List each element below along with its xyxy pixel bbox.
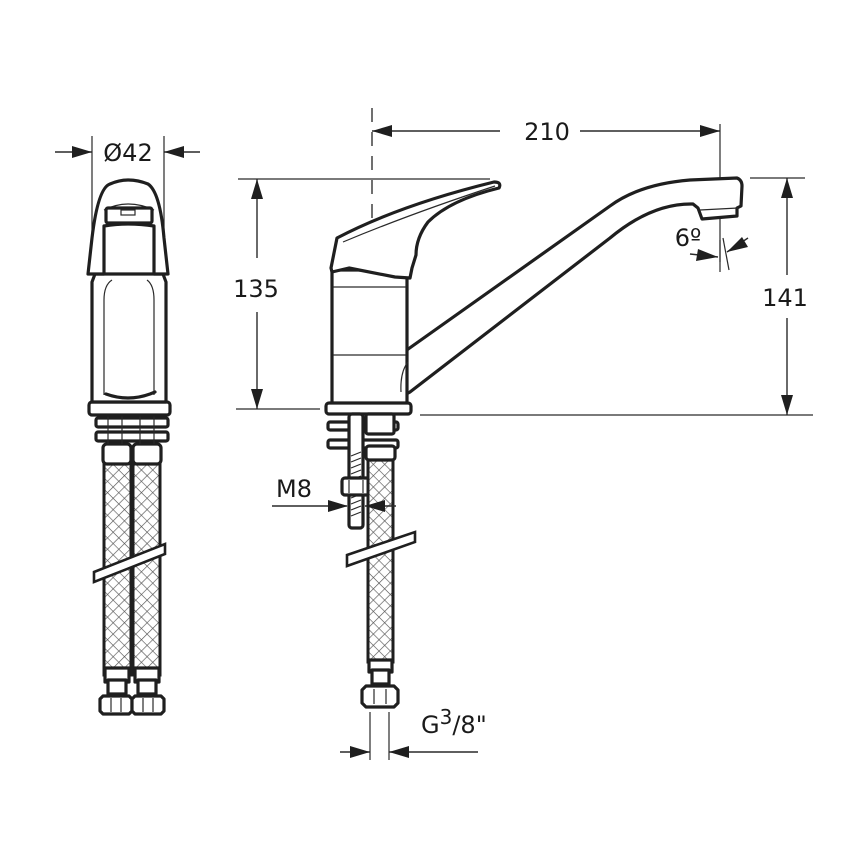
thread-dimension — [272, 500, 396, 512]
connection-dimension — [340, 712, 478, 760]
angle-dimension — [689, 195, 749, 271]
front-plate-2 — [94, 430, 170, 443]
thread-label: M8 — [276, 475, 312, 503]
front-body — [90, 272, 168, 404]
handle-height-dimension — [236, 178, 490, 410]
front-plate-1 — [94, 416, 170, 429]
side-body — [330, 268, 409, 406]
side-base — [324, 401, 413, 416]
handle-lever — [329, 180, 502, 280]
diameter-label: Ø42 — [103, 139, 152, 167]
connection-label: G3/8" — [421, 705, 487, 739]
spout-height-label: 141 — [762, 284, 808, 312]
handle-height-label: 135 — [233, 275, 279, 303]
reach-label: 210 — [524, 118, 570, 146]
angle-label: 6º — [675, 224, 702, 252]
side-view: 210 135 141 — [233, 108, 813, 760]
threaded-rod — [340, 412, 372, 530]
front-handle — [86, 178, 170, 276]
front-hoses — [92, 442, 167, 716]
front-view: Ø42 — [55, 136, 200, 716]
side-hose — [345, 412, 417, 709]
spout — [396, 176, 744, 396]
front-base — [87, 400, 172, 417]
spout-height-dimension — [420, 177, 813, 416]
